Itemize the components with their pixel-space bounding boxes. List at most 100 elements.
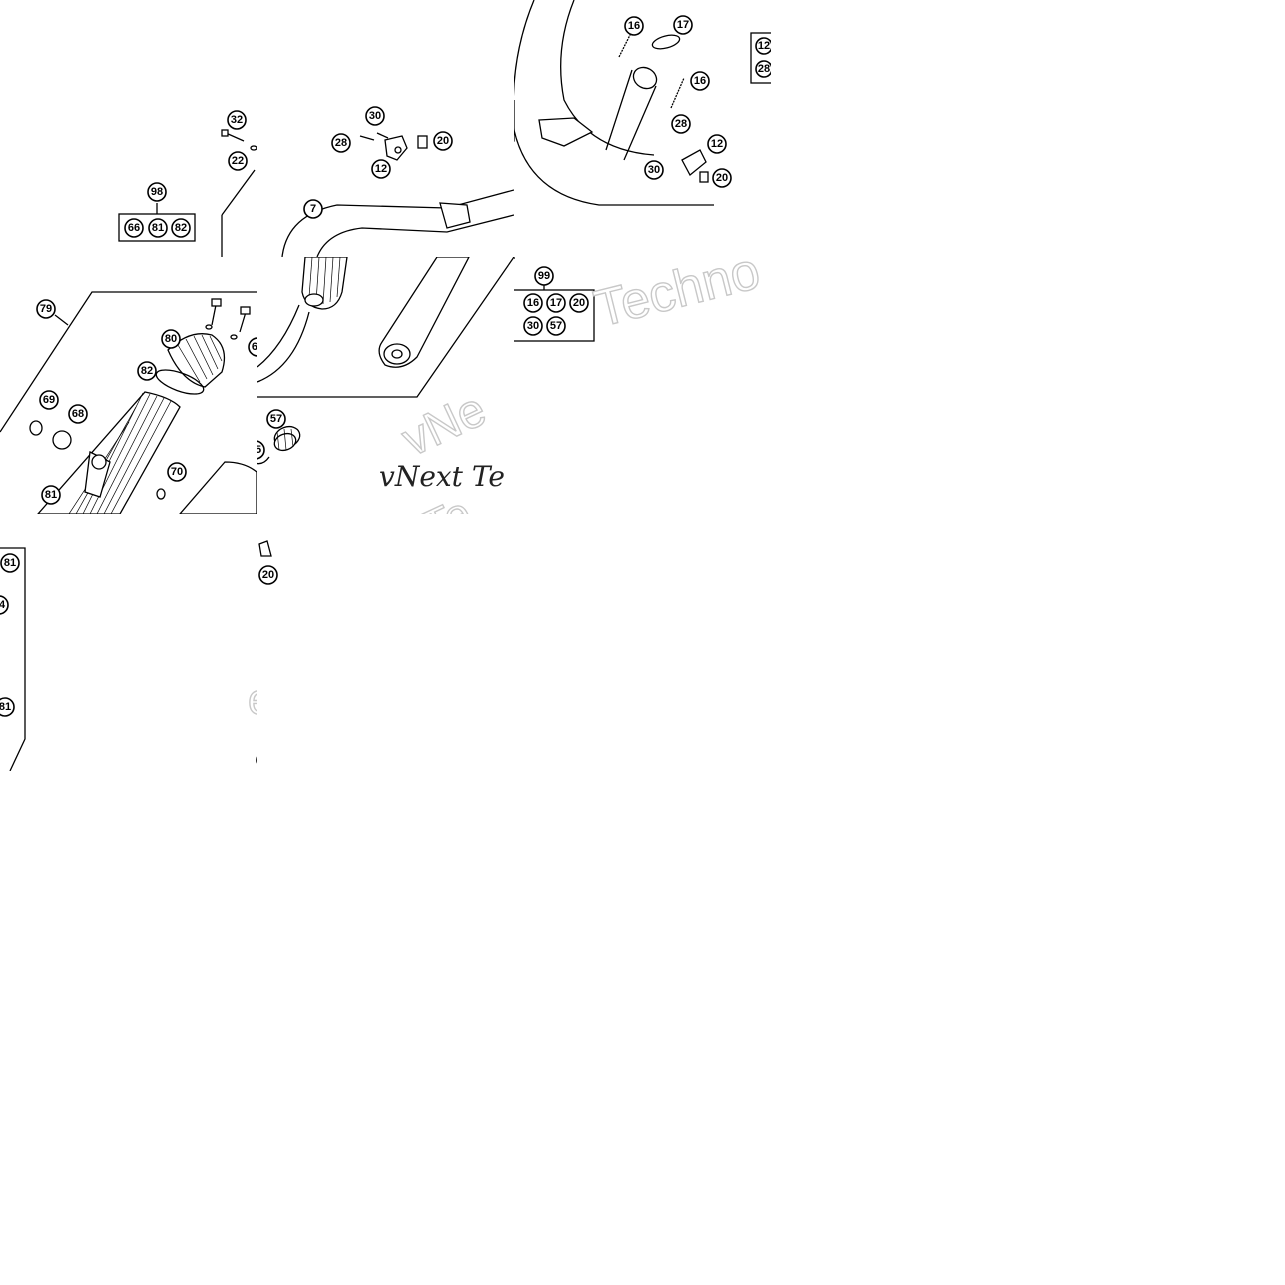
svg-text:30: 30 bbox=[369, 110, 381, 122]
watermark-outline: vNe bbox=[394, 383, 494, 467]
watermark-outline: e bbox=[248, 675, 257, 724]
tile-bolt-kit: 32 22 98 66 81 82 bbox=[0, 0, 257, 257]
callout-30: 30 bbox=[365, 106, 385, 126]
end-cap-ribs bbox=[177, 334, 223, 383]
callout-20: 20 bbox=[712, 168, 732, 188]
tile-header-pipe: 16 17 16 28 12 30 20 12 28 bbox=[514, 0, 771, 257]
tile-exhaust-pipe: 30 28 12 20 7 bbox=[257, 0, 514, 257]
svg-text:82: 82 bbox=[141, 365, 153, 377]
small-bracket bbox=[681, 149, 707, 177]
tile-fragment-left: 81 64 81 e cl bbox=[0, 514, 257, 771]
svg-text:81: 81 bbox=[0, 701, 11, 713]
callout-17: 17 bbox=[546, 293, 566, 313]
callout-32: 32 bbox=[227, 110, 247, 130]
callout-81: 81 bbox=[41, 485, 61, 505]
svg-text:68: 68 bbox=[72, 408, 84, 420]
insert-tube bbox=[378, 257, 470, 368]
callout-12: 12 bbox=[707, 134, 727, 154]
svg-text:16: 16 bbox=[694, 75, 706, 87]
washer-a bbox=[205, 324, 213, 330]
tile-fragment-mid: 20 bbox=[257, 514, 287, 771]
screw-30-shape bbox=[376, 132, 389, 139]
callout-16a: 16 bbox=[624, 16, 644, 36]
silencer-drawing: 79 80 82 69 68 70 81 64 bbox=[0, 291, 257, 514]
inner-tube bbox=[179, 461, 257, 514]
callout-7: 7 bbox=[303, 199, 323, 219]
nozzle-57 bbox=[273, 425, 301, 452]
kit-99-drawing: 99 16 17 20 30 57 Techno bbox=[514, 257, 766, 342]
clip-nut-2 bbox=[699, 171, 709, 183]
leader-65 bbox=[257, 456, 270, 465]
callout-68: 68 bbox=[68, 404, 88, 424]
callout-16: 16 bbox=[523, 293, 543, 313]
callout-20: 20 bbox=[258, 565, 278, 585]
pipe-left bbox=[257, 304, 300, 368]
callout-79: 79 bbox=[36, 299, 56, 319]
callout-20: 20 bbox=[433, 131, 453, 151]
callout-65: 65 bbox=[257, 440, 265, 460]
neck-right bbox=[623, 85, 657, 161]
svg-text:12: 12 bbox=[758, 40, 770, 52]
callout-16b: 16 bbox=[690, 71, 710, 91]
svg-text:30: 30 bbox=[648, 164, 660, 176]
kit-box-right bbox=[750, 32, 771, 84]
callout-28: 28 bbox=[671, 114, 691, 134]
callout-66: 66 bbox=[124, 218, 144, 238]
svg-text:17: 17 bbox=[677, 19, 689, 31]
svg-text:22: 22 bbox=[232, 155, 244, 167]
svg-text:28: 28 bbox=[335, 137, 347, 149]
callout-28: 28 bbox=[331, 133, 351, 153]
callout-28-box: 28 bbox=[755, 60, 771, 78]
insert-hole bbox=[391, 349, 403, 359]
washer-b bbox=[230, 334, 238, 340]
svg-text:12: 12 bbox=[375, 163, 387, 175]
watermark-text: cl bbox=[255, 743, 257, 771]
svg-text:7: 7 bbox=[310, 203, 316, 215]
exhaust-pipe-drawing: 30 28 12 20 7 bbox=[281, 106, 514, 257]
frame-box bbox=[0, 547, 26, 771]
pipe-upper-edge bbox=[281, 189, 514, 257]
svg-text:28: 28 bbox=[675, 118, 687, 130]
silencer-body-drawing: 57 65 vNe vNext Te Te bbox=[257, 257, 514, 514]
callout-82: 82 bbox=[171, 218, 191, 238]
svg-text:66: 66 bbox=[128, 222, 140, 234]
bolt-a-head bbox=[211, 298, 222, 307]
svg-text:30: 30 bbox=[527, 320, 539, 332]
callout-30: 30 bbox=[644, 160, 664, 180]
callout-70: 70 bbox=[167, 462, 187, 482]
pipe-bracket bbox=[439, 202, 471, 229]
tile-silencer-body: 57 65 vNe vNext Te Te bbox=[257, 257, 514, 514]
screw-shape bbox=[359, 135, 375, 141]
svg-text:64: 64 bbox=[0, 599, 6, 611]
svg-text:69: 69 bbox=[43, 394, 55, 406]
washer-shape bbox=[250, 145, 257, 151]
frame-outline bbox=[0, 291, 257, 433]
leader-79 bbox=[54, 314, 69, 326]
fragment-mid-drawing: 20 bbox=[258, 540, 278, 585]
spring-2 bbox=[670, 77, 685, 109]
callout-57: 57 bbox=[546, 316, 566, 336]
mount-hole bbox=[91, 454, 107, 470]
svg-text:17: 17 bbox=[550, 297, 562, 309]
grommet-68 bbox=[52, 430, 72, 450]
svg-text:98: 98 bbox=[151, 186, 163, 198]
svg-text:80: 80 bbox=[165, 333, 177, 345]
bolt-b bbox=[239, 311, 247, 333]
svg-text:20: 20 bbox=[716, 172, 728, 184]
callout-12-box: 12 bbox=[755, 37, 771, 55]
bolt-kit-drawing: 32 22 98 66 81 82 bbox=[118, 110, 257, 257]
svg-text:81: 81 bbox=[45, 489, 57, 501]
pipe-flange bbox=[632, 66, 658, 90]
bracket-hole bbox=[394, 146, 402, 154]
neck-left bbox=[605, 69, 633, 151]
svg-text:99: 99 bbox=[538, 270, 550, 282]
pipe-right bbox=[257, 311, 310, 383]
tile-silencer: 79 80 82 69 68 70 81 64 bbox=[0, 257, 257, 514]
oring-shape bbox=[651, 34, 681, 50]
mount-bracket bbox=[538, 117, 594, 147]
svg-text:28: 28 bbox=[758, 63, 770, 75]
clip-nut bbox=[417, 135, 428, 149]
svg-text:20: 20 bbox=[437, 135, 449, 147]
bolt-b-head bbox=[240, 306, 251, 315]
callout-30: 30 bbox=[523, 316, 543, 336]
